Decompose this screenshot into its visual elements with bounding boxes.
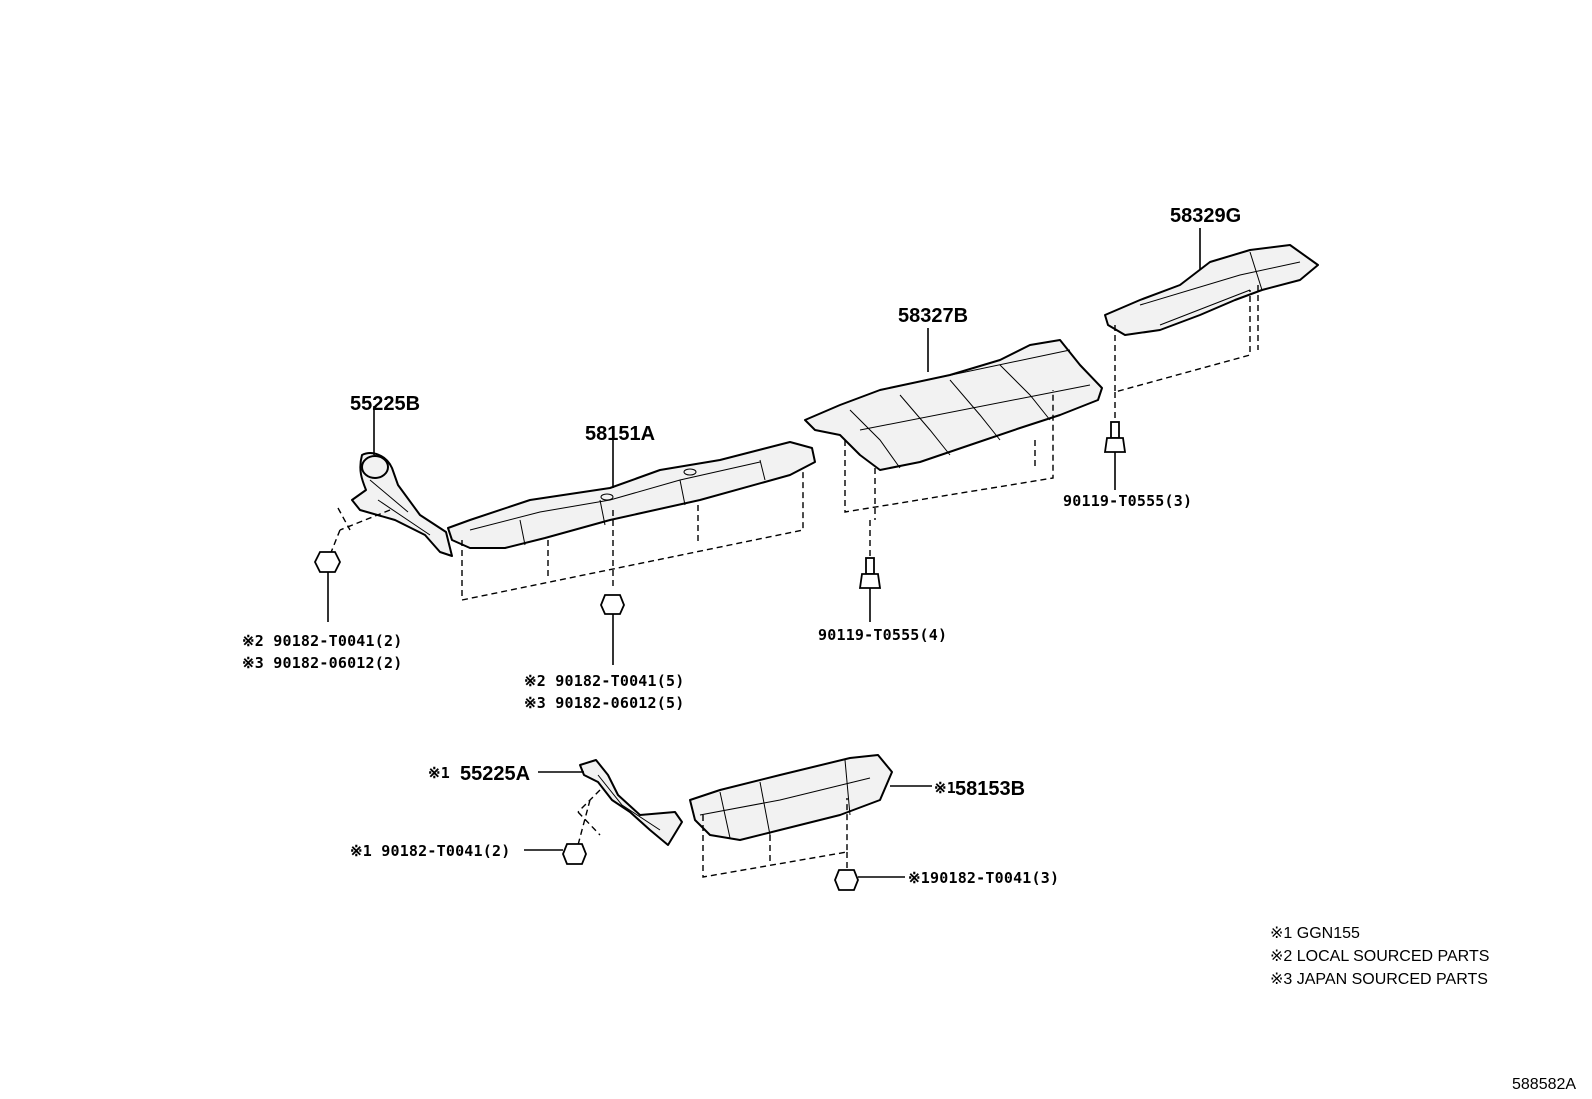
bolt-mid: [858, 557, 882, 622]
note-1: ※1 GGN155: [1270, 925, 1360, 942]
callout-bolt-right: 90119-T0555(3): [1063, 492, 1192, 510]
part-label-58153B: 58153B: [955, 778, 1025, 800]
part-label-58329G: 58329G: [1170, 205, 1241, 227]
callout-nut-mid-a: ※2 90182-T0041(5): [524, 672, 684, 690]
callout-nut-lower-right: ※190182-T0041(3): [908, 869, 1059, 887]
nut-lower-right: [834, 869, 905, 891]
callout-nut-left-a: ※2 90182-T0041(2): [242, 632, 402, 650]
part-label-58327B: 58327B: [898, 305, 968, 327]
figure-id: 588582A: [1512, 1076, 1576, 1093]
part-label-55225A: 55225A: [460, 763, 530, 785]
nut-lower-left: [524, 843, 587, 865]
callout-nut-lower-left: ※1 90182-T0041(2): [350, 842, 510, 860]
bolt-right: [1103, 421, 1127, 490]
nut-left: [313, 551, 342, 622]
part-label-58151A: 58151A: [585, 423, 655, 445]
bracket-55225A: [579, 759, 683, 846]
callout-nut-mid-b: ※3 90182-06012(5): [524, 694, 684, 712]
callout-58153B-mark: ※1: [934, 779, 956, 797]
shield-58153B: [689, 754, 893, 841]
callout-nut-left-b: ※3 90182-06012(2): [242, 654, 402, 672]
bracket-55225B: [351, 452, 453, 557]
shield-58327B: [804, 339, 1103, 471]
callout-55225A-mark: ※1: [428, 764, 450, 782]
part-label-55225B: 55225B: [350, 393, 420, 415]
callout-bolt-mid: 90119-T0555(4): [818, 626, 947, 644]
shield-58151A: [447, 441, 816, 549]
note-3: ※3 JAPAN SOURCED PARTS: [1270, 971, 1488, 988]
nut-mid: [600, 594, 625, 665]
shield-58329G: [1104, 244, 1319, 336]
note-2: ※2 LOCAL SOURCED PARTS: [1270, 948, 1489, 965]
legend-notes: ※1 GGN155 ※2 LOCAL SOURCED PARTS ※3 JAPA…: [1270, 925, 1489, 988]
